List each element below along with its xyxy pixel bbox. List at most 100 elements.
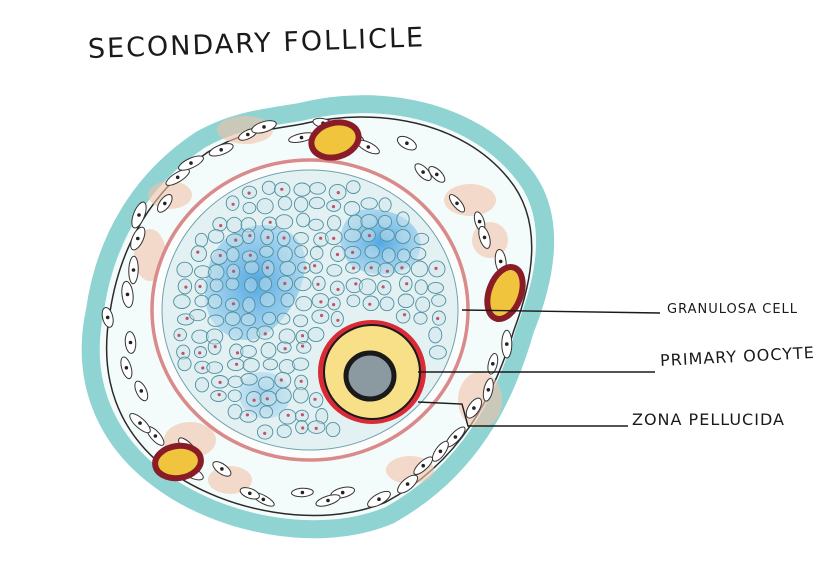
granulosa-cell — [205, 328, 224, 345]
granulosa-cell-nucleus — [201, 366, 205, 370]
granulosa-cell — [262, 358, 279, 371]
granulosa-cell-nucleus — [218, 380, 222, 384]
granulosa-cell-nucleus — [266, 235, 270, 240]
theca-cell-nucleus — [105, 315, 110, 320]
theca-cell-nucleus — [366, 145, 371, 149]
theca-cell-nucleus — [131, 268, 136, 272]
granulosa-cell-nucleus — [263, 332, 267, 336]
granulosa-cell-nucleus — [405, 282, 409, 286]
granulosa-cell — [275, 387, 292, 404]
granulosa-cell — [226, 216, 243, 233]
granulosa-cell — [360, 214, 378, 229]
granulosa-cell-nucleus — [248, 234, 252, 238]
granulosa-cell — [224, 311, 241, 326]
granulosa-cell — [239, 409, 258, 423]
granulosa-cell — [244, 260, 260, 275]
granulosa-cell-nucleus — [235, 362, 239, 366]
granulosa-cell-nucleus — [280, 187, 284, 191]
granulosa-cell — [191, 329, 209, 344]
theca-cell-nucleus — [486, 388, 491, 392]
granulosa-layer — [161, 169, 459, 451]
granulosa-cell — [244, 277, 258, 293]
zona-leader-line — [417, 401, 628, 427]
granulosa-cell — [206, 361, 224, 374]
granulosa-cell-nucleus — [231, 202, 235, 206]
granulosa-cell-nucleus — [336, 191, 340, 195]
granulosa-cell-nucleus — [265, 266, 269, 270]
zona-pellucida-label: ZONA PELLUCIDA — [632, 410, 785, 429]
theca-cell-nucleus — [261, 497, 266, 502]
granulosa-cell — [395, 229, 411, 244]
granulosa-cell — [279, 260, 296, 276]
granulosa-cell — [309, 246, 324, 260]
theca-cell-nucleus — [219, 148, 223, 152]
granulosa-cell-nucleus — [245, 413, 249, 417]
granulosa-cell — [326, 264, 343, 277]
granulosa-cell-nucleus — [402, 313, 407, 317]
granulosa-cells — [173, 180, 447, 440]
theca-cell-nucleus — [405, 141, 409, 145]
granulosa-cell — [261, 180, 276, 195]
oocyte-nucleus — [343, 350, 397, 402]
granulosa-cell — [307, 326, 325, 343]
theca-cell-nucleus — [472, 406, 476, 410]
granulosa-cell — [227, 375, 244, 388]
theca-cell-nucleus — [137, 213, 141, 217]
granulosa-cell — [346, 294, 361, 308]
theca-cell-nucleus — [138, 421, 142, 425]
granulosa-cell-nucleus — [316, 282, 320, 286]
granulosa-cell — [414, 279, 428, 295]
theca-cell-nucleus — [128, 340, 133, 345]
theca-cell-nucleus — [124, 366, 129, 370]
granulosa-cell — [209, 278, 224, 293]
granulosa-cell — [256, 198, 274, 215]
granulosa-cell-nucleus — [319, 300, 323, 304]
granulosa-cell-nucleus — [332, 303, 336, 307]
theca-cell-nucleus — [153, 434, 158, 438]
granulosa-cell-nucleus — [335, 252, 340, 257]
granulosa-cell-nucleus — [248, 253, 252, 257]
theca-cell-nucleus — [220, 467, 224, 471]
granulosa-cell-nucleus — [381, 285, 385, 289]
granulosa-cell — [345, 277, 363, 294]
granulosa-cell-nucleus — [184, 285, 188, 289]
granulosa-cell-nucleus — [336, 287, 340, 292]
granulosa-cell-nucleus — [198, 351, 202, 355]
granulosa-cell — [176, 261, 193, 278]
granulosa-cell — [240, 313, 256, 327]
granulosa-cell-nucleus — [300, 334, 305, 338]
granulosa-cell-label: GRANULOSA CELL — [667, 302, 799, 317]
granulosa-cell — [241, 250, 258, 264]
granulosa-cell-nucleus — [252, 398, 256, 402]
granulosa-cell — [327, 215, 342, 231]
granulosa-cell — [173, 294, 191, 309]
granulosa-cell — [293, 232, 309, 245]
granulosa-cell-nucleus — [436, 316, 440, 321]
theca-cell-nucleus — [246, 132, 250, 137]
granulosa-cell — [278, 328, 296, 345]
granulosa-cell — [242, 296, 256, 313]
granulosa-cell — [293, 314, 309, 328]
granulosa-cell-nucleus — [231, 302, 236, 306]
granulosa-cell-nucleus — [185, 316, 189, 320]
theca-cell-nucleus — [421, 170, 425, 174]
granulosa-cell — [258, 376, 275, 391]
granulosa-cell — [358, 278, 377, 296]
granulosa-cell — [311, 309, 330, 324]
granulosa-cell — [207, 293, 223, 309]
granulosa-cell — [190, 245, 207, 262]
granulosa-cell — [315, 408, 329, 425]
granulosa-cell — [225, 277, 240, 291]
granulosa-cell-nucleus — [217, 393, 221, 397]
granulosa-cell — [275, 214, 294, 230]
granulosa-cell — [294, 276, 312, 292]
granulosa-cell — [246, 326, 261, 343]
granulosa-cell — [364, 261, 382, 277]
granulosa-cell — [294, 245, 308, 258]
theca-cell-nucleus — [405, 482, 410, 486]
vessel-top — [308, 119, 362, 161]
granulosa-cell — [228, 327, 243, 341]
theca-cell-nucleus — [299, 135, 304, 140]
granulosa-cell — [194, 265, 212, 279]
theca-cell-nucleus — [248, 491, 252, 496]
